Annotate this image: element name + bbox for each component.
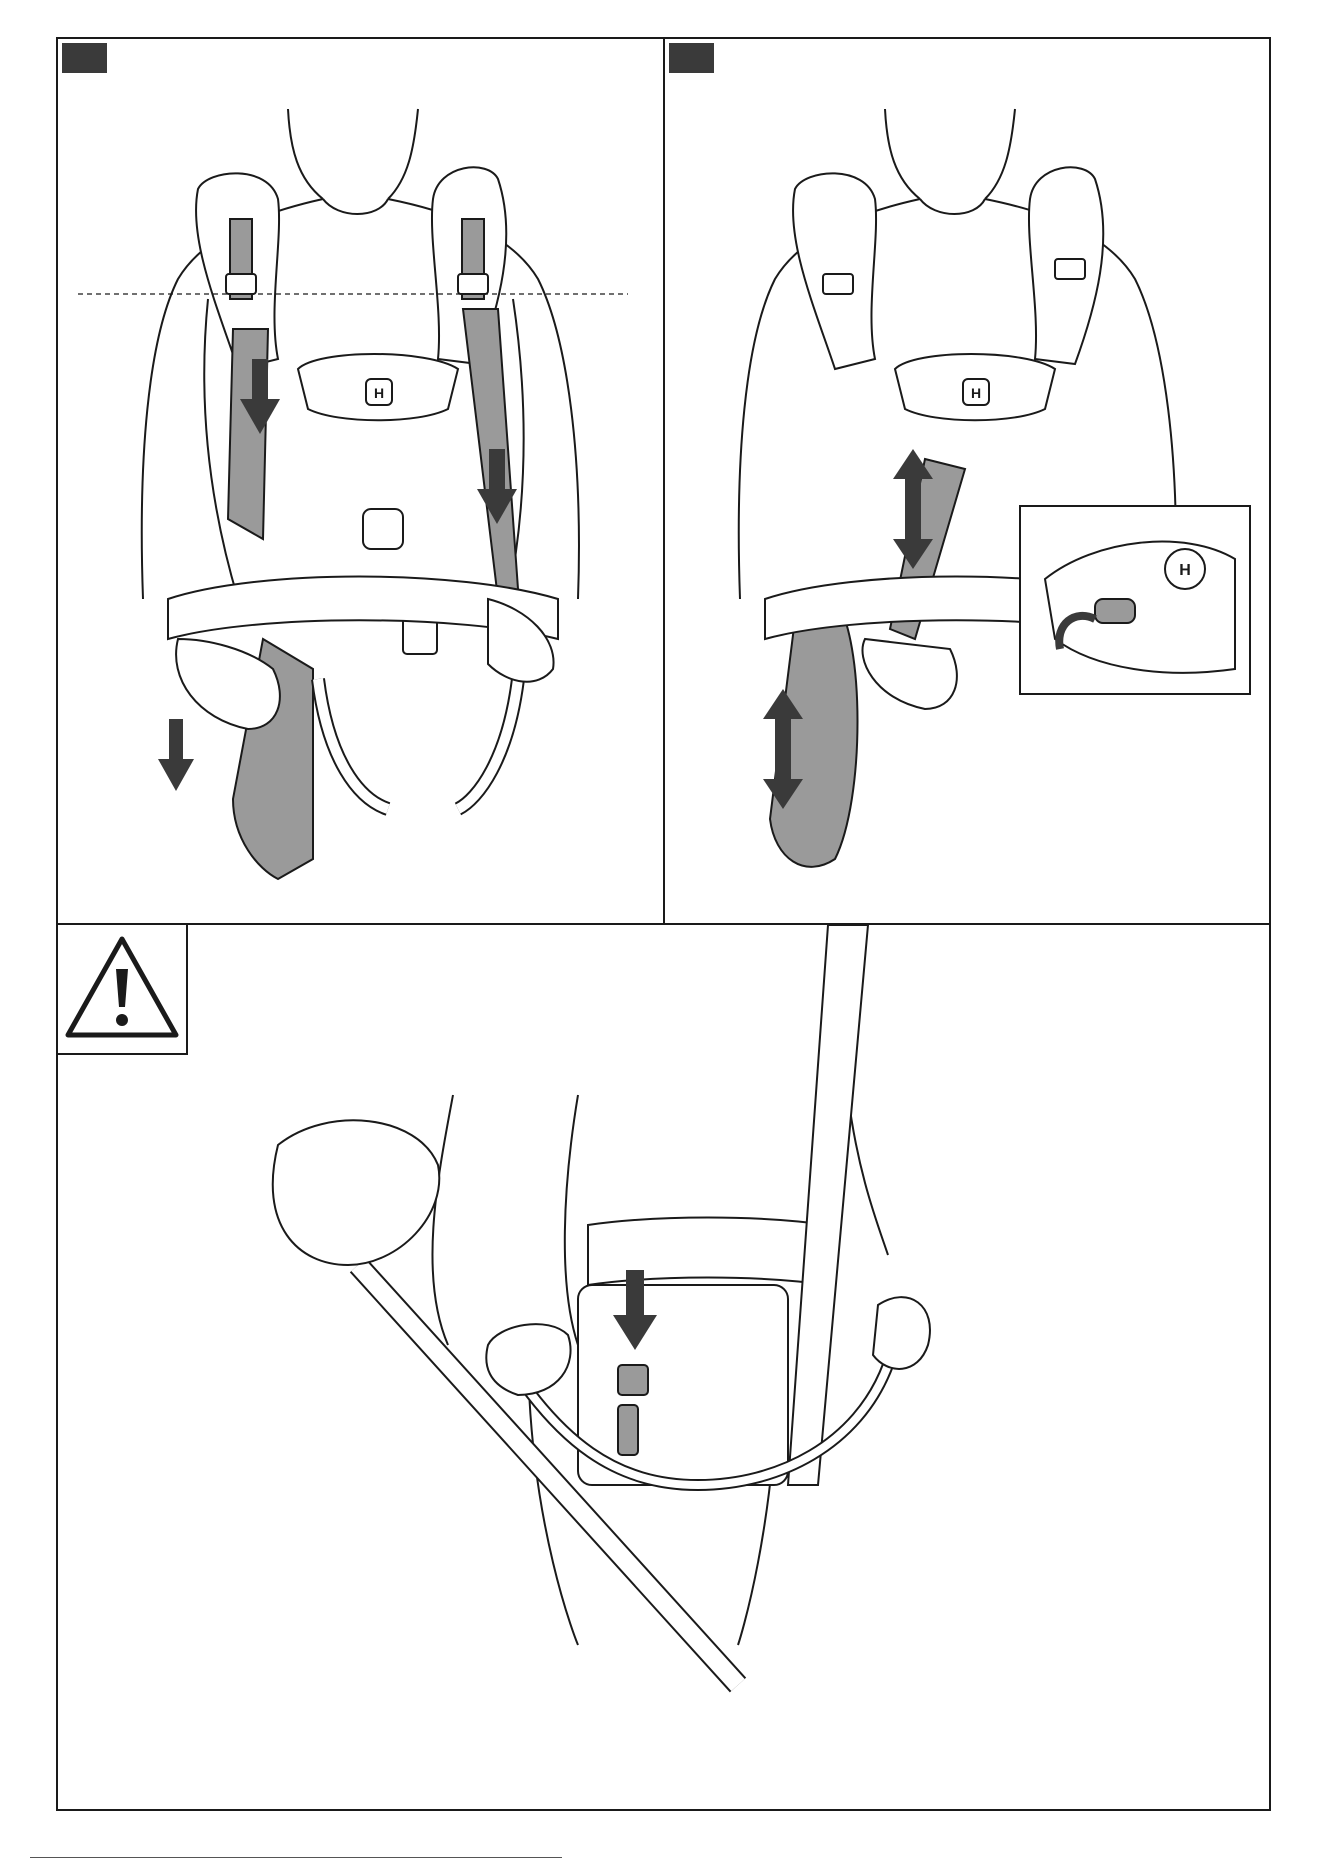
brand-logo-icon: H — [963, 379, 989, 405]
trimmer-hook-illustration — [58, 925, 1269, 1809]
svg-text:H: H — [971, 385, 981, 401]
svg-text:H: H — [1179, 562, 1191, 579]
panel-harness-buckle: H H — [663, 37, 1271, 925]
brand-logo-inset-icon: H — [1165, 549, 1205, 589]
panel-trimmer-hook — [56, 923, 1271, 1811]
harness-buckle-illustration: H H — [665, 39, 1269, 923]
harness-adjust-illustration: H — [58, 39, 663, 923]
footer-rule — [30, 1857, 562, 1858]
brand-logo-icon: H — [366, 379, 392, 405]
panel-harness-adjust: H — [56, 37, 665, 925]
svg-text:H: H — [374, 385, 384, 401]
